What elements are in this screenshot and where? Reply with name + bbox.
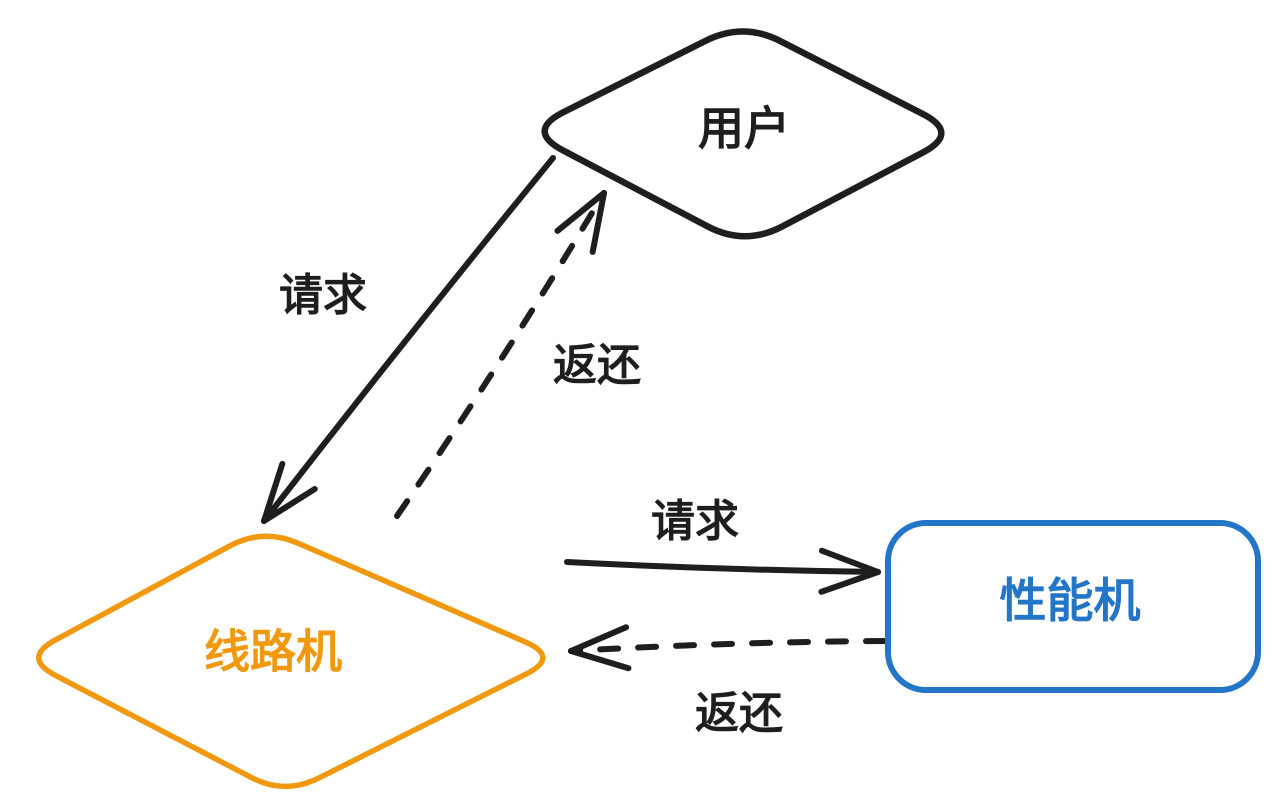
arrow-line-to-user-return-line: [394, 190, 607, 519]
node-line-machine-shape: [36, 533, 546, 790]
arrow-perf-to-line-return-head: [568, 648, 632, 672]
arrow-perf-to-line-return-line: [568, 638, 887, 654]
edge-label-line-to-perf-request: 请求: [651, 496, 739, 547]
arrow-line-to-perf-request-line: [564, 559, 881, 575]
edge-label-user-to-line-request: 请求: [279, 270, 367, 321]
arrow-perf-to-line-return-head: [568, 624, 630, 654]
node-perf-machine-shape: [885, 520, 1261, 693]
arrow-line-to-perf-request-head: [818, 547, 881, 575]
arrow-user-to-line-request-head: [261, 460, 286, 524]
node-line-machine-label: 线路机: [204, 625, 342, 679]
arrow-user-to-line-request-head: [261, 486, 318, 524]
edge-label-line-to-user-return: 返还: [553, 340, 642, 391]
arrow-line-to-user-return-head: [554, 190, 607, 234]
node-perf-machine-label: 性能机: [1000, 574, 1141, 629]
arrow-line-to-perf-request-head: [818, 569, 881, 595]
node-user-label: 用户: [698, 102, 790, 156]
node-user-shape: [541, 28, 945, 240]
edge-label-perf-to-line-return: 返还: [695, 688, 784, 739]
arrow-line-to-user-return-head: [589, 190, 607, 255]
arrow-user-to-line-request-line: [261, 155, 556, 524]
